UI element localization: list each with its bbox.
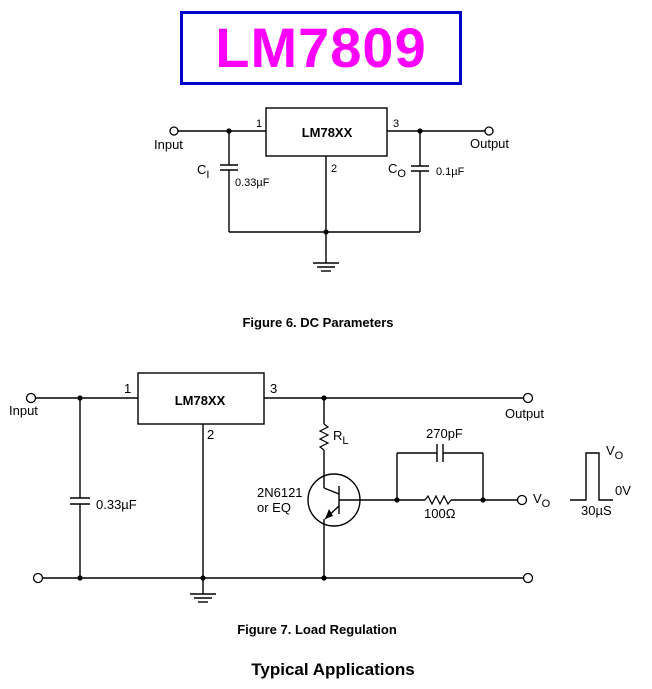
fig6-output-label: Output [470, 136, 509, 151]
fig6-input-label: Input [154, 137, 183, 152]
fig6-ci-value: 0.33µF [235, 177, 270, 189]
fig6-co-value: 0.1µF [436, 166, 465, 178]
fig7-series-resistor [397, 494, 483, 506]
fig6-pin3-label: 3 [393, 118, 399, 130]
fig6-input-terminal [169, 126, 179, 136]
fig7-resistor-value: 100Ω [424, 506, 456, 521]
figure6-dc-parameters: LM78XX 1 3 2 Input Output CI 0.33µF [154, 107, 509, 330]
fig6-output-terminal [484, 126, 494, 136]
fig7-input-terminal [25, 392, 37, 404]
fig7-pin3-label: 3 [270, 381, 277, 396]
fig6-ground-node [323, 229, 329, 235]
fig7-pin2-label: 2 [207, 427, 214, 442]
fig7-bottom-left-terminal [32, 572, 44, 584]
fig6-pin2-label: 2 [331, 163, 337, 175]
fig7-transistor [307, 473, 361, 578]
fig7-vo-label: VO [533, 491, 551, 510]
fig7-ic-label: LM78XX [175, 393, 226, 408]
fig7-pulse-time-label: 30µS [581, 503, 612, 518]
fig7-output-label: Output [505, 406, 544, 421]
fig7-input-capacitor [70, 398, 90, 578]
fig7-ground-symbol [190, 593, 216, 603]
fig7-feedback-cap-value: 270pF [426, 426, 463, 441]
fig7-transistor-label-2: or EQ [257, 500, 291, 515]
fig7-bottom-node-left [77, 575, 83, 581]
title-banner: LM7809 [180, 11, 462, 85]
fig6-ic-label: LM78XX [302, 125, 353, 140]
figure7-load-regulation: LM78XX 1 3 2 Input Output 0.33µF [9, 372, 631, 637]
fig7-rl-label: RL [333, 428, 349, 447]
fig6-input-capacitor [220, 131, 238, 232]
typical-applications-heading: Typical Applications [251, 660, 414, 679]
fig7-vo-terminal [516, 494, 528, 506]
fig6-caption: Figure 6. DC Parameters [242, 315, 393, 330]
fig6-output-capacitor [411, 131, 429, 232]
fig7-pulse-vo-label: VO [606, 443, 624, 462]
fig7-pulse-waveform [570, 452, 613, 501]
fig7-cap-value: 0.33µF [96, 497, 137, 512]
fig7-output-terminal [522, 392, 534, 404]
part-number-title: LM7809 [215, 16, 427, 79]
fig7-feedback-capacitor [396, 444, 484, 500]
fig7-input-label: Input [9, 403, 38, 418]
fig6-ground-symbol [313, 262, 339, 272]
fig7-bottom-right-terminal [522, 572, 534, 584]
fig6-ci-label: CI [197, 162, 209, 181]
fig7-pulse-zero-label: 0V [615, 483, 631, 498]
fig7-load-resistor [318, 398, 330, 474]
fig7-pin1-label: 1 [124, 381, 131, 396]
fig6-co-label: CO [388, 161, 406, 180]
fig7-transistor-label-1: 2N6121 [257, 485, 303, 500]
fig7-caption: Figure 7. Load Regulation [237, 622, 397, 637]
fig6-pin1-label: 1 [256, 118, 262, 130]
